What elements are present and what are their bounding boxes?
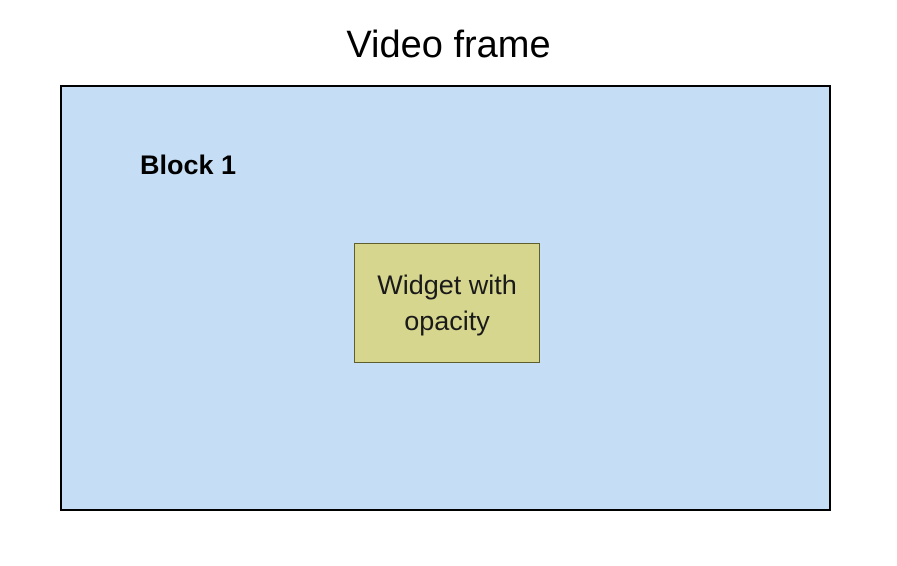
block-label: Block 1 [140,150,237,180]
widget-opacity-box: Widget with opacity [354,243,540,363]
widget-label: Widget with opacity [377,269,517,336]
diagram-title: Video frame [346,24,551,66]
